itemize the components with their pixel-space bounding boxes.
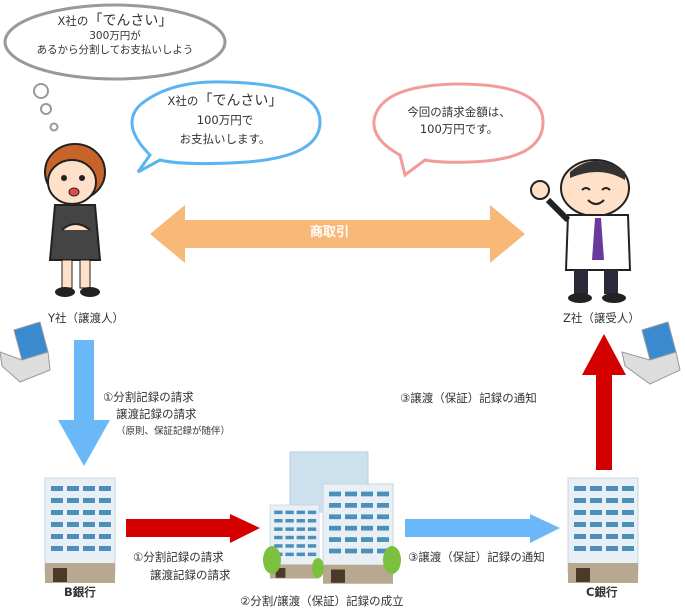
- z-person-illustration: [530, 159, 632, 303]
- y-bubble-line1-prefix: X社の: [167, 94, 199, 108]
- trade-label: 商取引: [310, 225, 350, 240]
- left-request-line1: ①分割記録の請求: [103, 390, 194, 404]
- thought-bubble: [3, 3, 227, 132]
- y-bubble-line2: 100万円で: [196, 113, 254, 127]
- left-request-line3: （原則、保証記録が随伴）: [116, 426, 231, 437]
- thought-line1-prefix: X社の: [57, 14, 89, 28]
- thought-line1-quote: 「でんさい」: [88, 13, 173, 29]
- bottom-request-line2: 譲渡記録の請求: [150, 568, 231, 582]
- bottom-request-line1: ①分割記録の請求: [133, 550, 224, 564]
- z-speech-bubble: [372, 82, 545, 178]
- y-bubble-line1-quote: 「でんさい」: [198, 93, 283, 109]
- trade-double-arrow: [150, 205, 525, 263]
- left-request-line2: 譲渡記録の請求: [116, 407, 197, 421]
- densai-net-building: [263, 451, 401, 585]
- down-arrow-y-to-b: [58, 340, 110, 466]
- b-bank-label: B銀行: [64, 585, 96, 599]
- z-laptop-icon: [621, 321, 681, 385]
- thought-bubble-text: X社の「でんさい」 300万円が あるから分割してお支払いしよう: [10, 13, 220, 58]
- red-arrow-b-to-center: [126, 514, 260, 543]
- b-bank-building: [44, 477, 116, 584]
- y-person-illustration: [44, 143, 106, 297]
- up-arrow-c-to-z: [582, 334, 626, 470]
- c-bank-building: [567, 477, 639, 584]
- y-company-label: Y社（譲渡人）: [48, 311, 125, 325]
- z-bubble-text: 今回の請求金額は、 100万円です。: [375, 104, 543, 138]
- bottom-notice-label: ③譲渡（保証）記録の通知: [408, 550, 545, 564]
- y-laptop-icon: [0, 321, 51, 383]
- z-bubble-line2: 100万円です。: [419, 122, 499, 136]
- right-notice-label: ③譲渡（保証）記録の通知: [400, 391, 537, 405]
- y-bubble-text: X社の「でんさい」 100万円で お支払いします。: [130, 92, 320, 149]
- c-bank-label: C銀行: [586, 585, 618, 599]
- blue-arrow-center-to-c: [405, 514, 560, 543]
- center-record-label: ②分割/譲渡（保証）記録の成立: [240, 594, 404, 608]
- thought-line2: 300万円が: [89, 30, 141, 42]
- z-bubble-line1: 今回の請求金額は、: [407, 105, 511, 119]
- y-speech-bubble: [130, 80, 322, 174]
- y-bubble-line3: お支払いします。: [179, 132, 271, 146]
- thought-line3: あるから分割してお支払いしよう: [36, 44, 194, 56]
- z-company-label: Z社（譲受人）: [563, 311, 640, 325]
